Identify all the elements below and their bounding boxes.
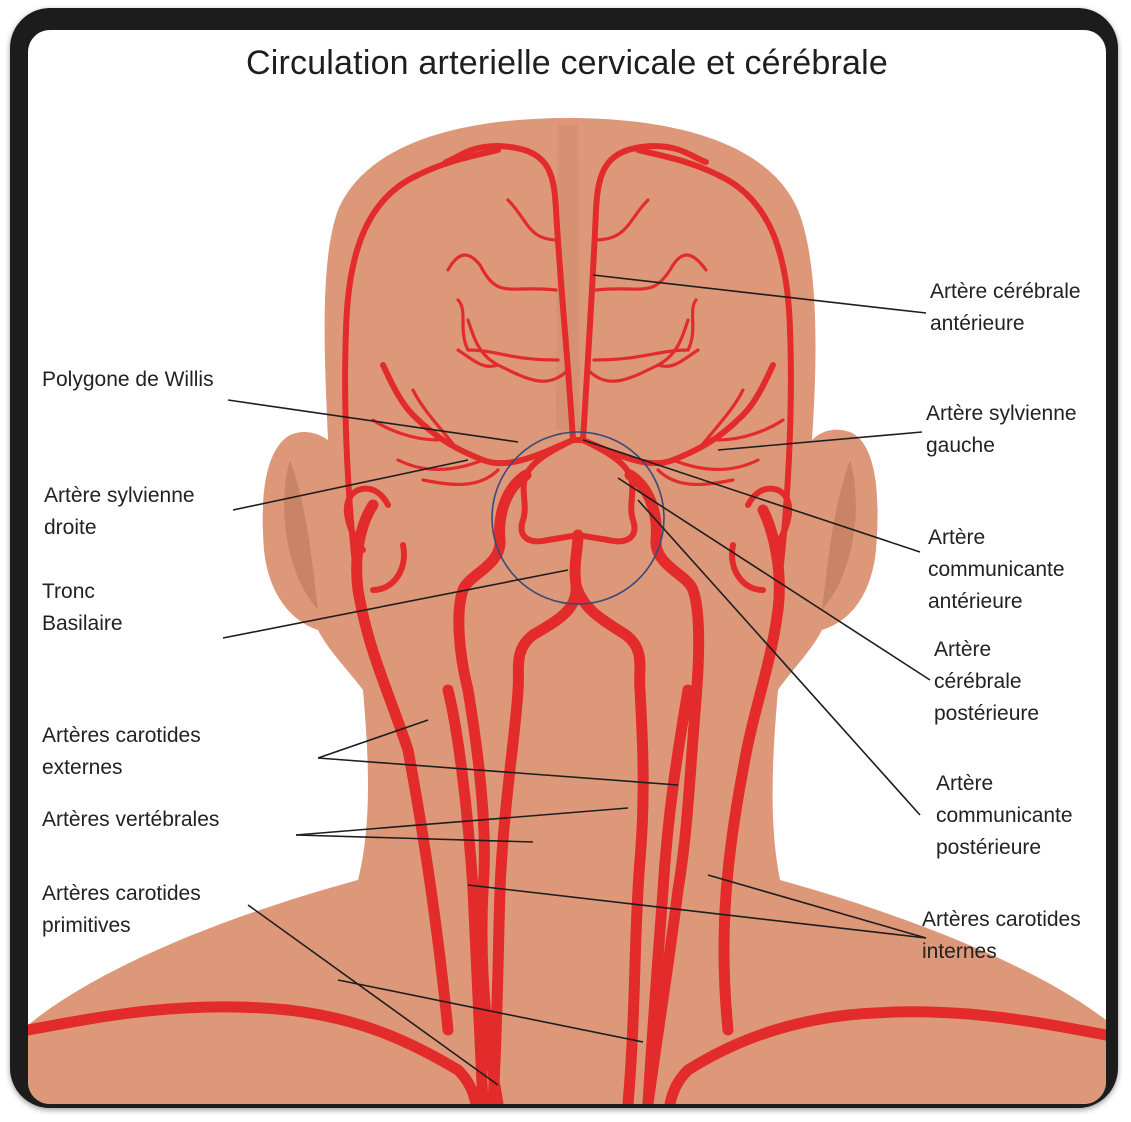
- label-cerebrale-anterieure: Artère cérébrale antérieure: [930, 276, 1081, 340]
- label-line: Artère: [934, 634, 1039, 666]
- label-line: externes: [42, 752, 201, 784]
- label-line: Basilaire: [42, 608, 123, 640]
- label-sylvienne-droite: Artère sylvienne droite: [44, 480, 195, 544]
- label-line: antérieure: [928, 586, 1065, 618]
- label-line: Artères carotides: [922, 904, 1081, 936]
- label-line: Polygone de Willis: [42, 364, 214, 396]
- label-line: Artère sylvienne: [926, 398, 1077, 430]
- label-line: communicante: [936, 800, 1073, 832]
- label-line: gauche: [926, 430, 1077, 462]
- label-line: Artères carotides: [42, 878, 201, 910]
- label-vertebrales: Artères vertébrales: [42, 804, 219, 836]
- label-line: Artère: [936, 768, 1073, 800]
- label-line: Tronc: [42, 576, 123, 608]
- label-sylvienne-gauche: Artère sylvienne gauche: [926, 398, 1077, 462]
- image-frame: Circulation arterielle cervicale et céré…: [10, 8, 1118, 1108]
- label-line: Artère: [928, 522, 1065, 554]
- label-line: cérébrale: [934, 666, 1039, 698]
- label-line: antérieure: [930, 308, 1081, 340]
- diagram-title: Circulation arterielle cervicale et céré…: [38, 44, 1096, 83]
- diagram-panel: Circulation arterielle cervicale et céré…: [28, 30, 1106, 1104]
- label-line: Artère cérébrale: [930, 276, 1081, 308]
- label-line: communicante: [928, 554, 1065, 586]
- label-line: postérieure: [934, 698, 1039, 730]
- label-tronc-basilaire: Tronc Basilaire: [42, 576, 123, 640]
- label-line: Artères carotides: [42, 720, 201, 752]
- label-line: postérieure: [936, 832, 1073, 864]
- label-line: primitives: [42, 910, 201, 942]
- label-communicante-posterieure: Artère communicante postérieure: [936, 768, 1073, 864]
- label-communicante-anterieure: Artère communicante antérieure: [928, 522, 1065, 618]
- label-line: Artères vertébrales: [42, 804, 219, 836]
- label-carotides-internes: Artères carotides internes: [922, 904, 1081, 968]
- label-line: internes: [922, 936, 1081, 968]
- label-cerebrale-posterieure: Artère cérébrale postérieure: [934, 634, 1039, 730]
- label-polygone-willis: Polygone de Willis: [42, 364, 214, 396]
- label-line: droite: [44, 512, 195, 544]
- label-line: Artère sylvienne: [44, 480, 195, 512]
- label-carotides-externes: Artères carotides externes: [42, 720, 201, 784]
- label-carotides-primitives: Artères carotides primitives: [42, 878, 201, 942]
